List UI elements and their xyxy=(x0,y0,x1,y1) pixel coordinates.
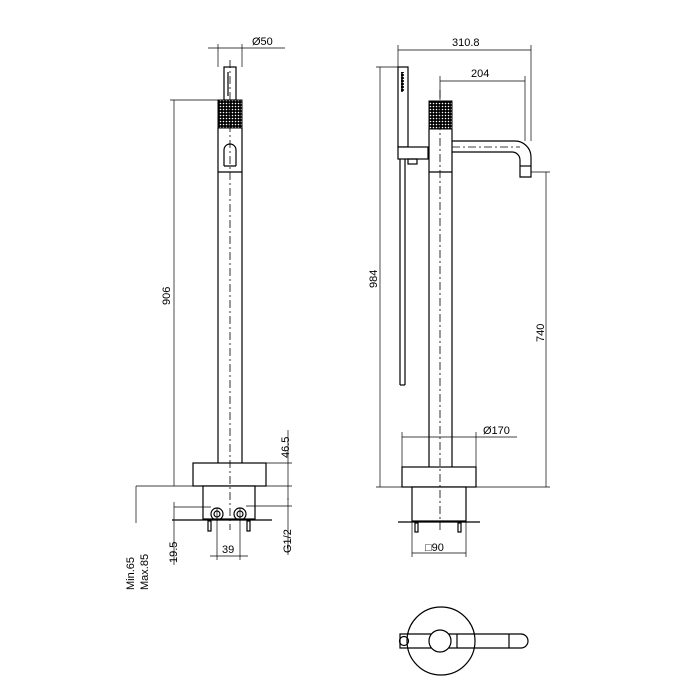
dim-square-90: □90 xyxy=(425,542,444,554)
spout xyxy=(452,140,532,178)
spout-bar xyxy=(399,633,529,649)
plan-view xyxy=(398,606,529,676)
dim-19-5: 19.5 xyxy=(168,542,180,563)
base-disc xyxy=(192,462,267,487)
dim-min-65: Min.65 xyxy=(125,557,137,590)
dim-39: 39 xyxy=(222,544,234,556)
body xyxy=(411,486,467,522)
front-view: Ø50 906 46.5 Min.65 Max.85 19.5 39 G1/2 xyxy=(125,36,294,590)
dim-diameter-170: Ø170 xyxy=(483,425,510,437)
dim-diameter-50: Ø50 xyxy=(252,36,273,48)
dim-310-8: 310.8 xyxy=(452,37,480,49)
dim-g1-2: G1/2 xyxy=(282,529,294,553)
dim-984: 984 xyxy=(368,270,380,288)
dim-max-85: Max.85 xyxy=(139,554,151,590)
knurled-handle xyxy=(428,100,453,130)
dim-906: 906 xyxy=(161,287,173,305)
shower-holder xyxy=(397,146,429,160)
pipe-section xyxy=(428,629,452,653)
dim-46-5: 46.5 xyxy=(280,437,292,458)
base-circle xyxy=(406,606,476,676)
dim-740: 740 xyxy=(535,324,547,342)
dim-204: 204 xyxy=(471,68,489,80)
side-view: 310.8 204 984 740 Ø170 □90 xyxy=(368,37,550,557)
base-disc xyxy=(401,466,477,488)
